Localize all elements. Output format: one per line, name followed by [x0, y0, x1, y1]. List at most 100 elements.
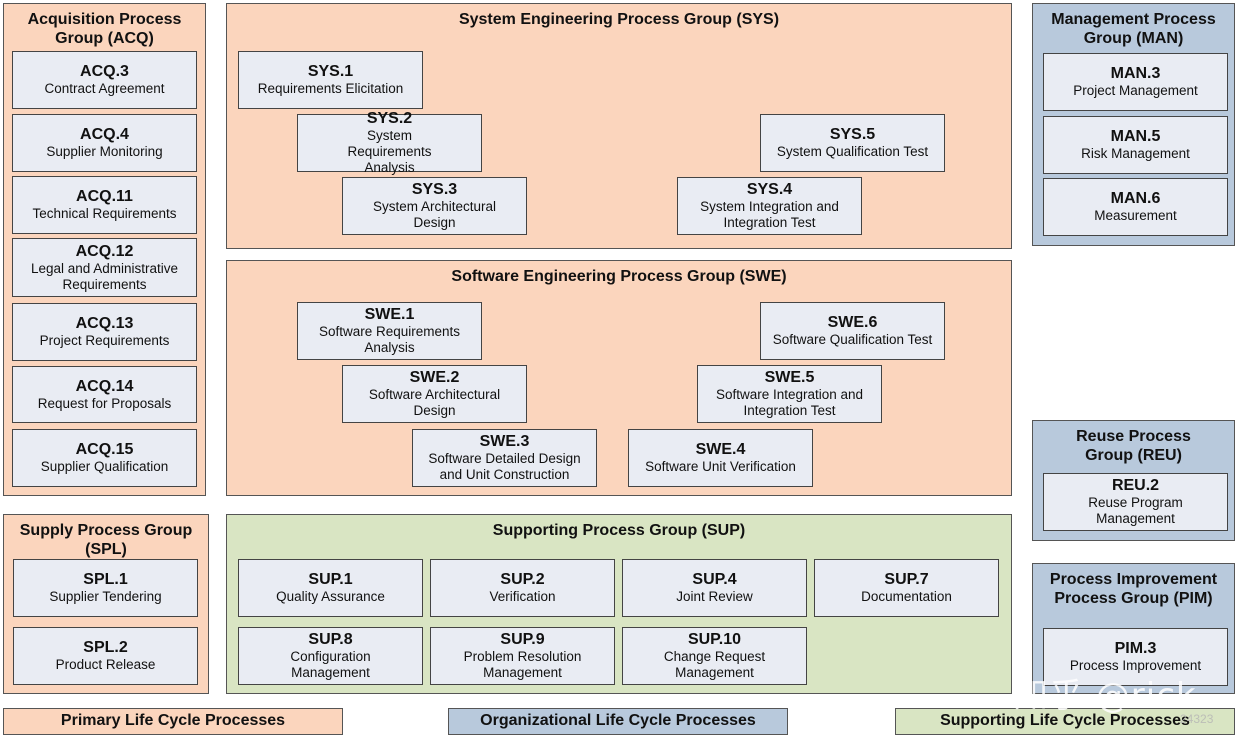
process-id: SYS.2 — [366, 110, 413, 127]
process-name: Verification — [489, 589, 556, 604]
process-sup8[interactable]: SUP.8 Configuration Management — [238, 627, 423, 685]
process-name: System Integration and Integration Test — [700, 199, 839, 230]
process-name: Product Release — [55, 657, 156, 672]
process-id: SPL.1 — [83, 571, 128, 588]
process-name: System Architectural Design — [372, 199, 497, 230]
process-acq15[interactable]: ACQ.15 Supplier Qualification — [12, 429, 197, 487]
process-sup10[interactable]: SUP.10 Change Request Management — [622, 627, 807, 685]
process-sys3[interactable]: SYS.3 System Architectural Design — [342, 177, 527, 235]
process-id: MAN.5 — [1110, 128, 1161, 145]
process-sup7[interactable]: SUP.7 Documentation — [814, 559, 999, 617]
process-id: SYS.3 — [411, 181, 458, 198]
process-name: Change Request Management — [663, 649, 766, 680]
process-id: ACQ.12 — [75, 242, 134, 260]
process-id: MAN.3 — [1110, 65, 1161, 82]
process-id: SYS.4 — [746, 181, 793, 198]
process-acq11[interactable]: ACQ.11 Technical Requirements — [12, 176, 197, 234]
process-id: ACQ.11 — [76, 188, 133, 205]
process-sup1[interactable]: SUP.1 Quality Assurance — [238, 559, 423, 617]
process-acq14[interactable]: ACQ.14 Request for Proposals — [12, 366, 197, 423]
process-id: SPL.2 — [83, 639, 128, 656]
legend-primary: Primary Life Cycle Processes — [3, 708, 343, 735]
pim-group-title: Process Improvement Process Group (PIM) — [1049, 571, 1218, 607]
process-sys4[interactable]: SYS.4 System Integration and Integration… — [677, 177, 862, 235]
process-name: Software Requirements Analysis — [318, 324, 461, 355]
process-spl1[interactable]: SPL.1 Supplier Tendering — [13, 559, 198, 617]
process-swe4[interactable]: SWE.4 Software Unit Verification — [628, 429, 813, 487]
process-id: SUP.2 — [500, 571, 545, 588]
process-man6[interactable]: MAN.6 Measurement — [1043, 178, 1228, 236]
process-swe2[interactable]: SWE.2 Software Architectural Design — [342, 365, 527, 423]
man-group-title: Management Process Group (MAN) — [1051, 11, 1216, 47]
process-id: SWE.1 — [364, 306, 415, 323]
process-acq13[interactable]: ACQ.13 Project Requirements — [12, 303, 197, 361]
process-swe6[interactable]: SWE.6 Software Qualification Test — [760, 302, 945, 360]
process-id: SWE.5 — [764, 369, 815, 386]
process-id: ACQ.3 — [80, 63, 129, 80]
process-name: Request for Proposals — [37, 395, 172, 411]
process-id: SUP.10 — [687, 631, 742, 648]
process-swe5[interactable]: SWE.5 Software Integration and Integrati… — [697, 365, 882, 423]
process-name: Supplier Monitoring — [46, 144, 163, 159]
process-id: ACQ.4 — [80, 126, 129, 143]
process-acq4[interactable]: ACQ.4 Supplier Monitoring — [12, 114, 197, 172]
acq-group-title: Acquisition Process Group (ACQ) — [27, 11, 182, 47]
process-man5[interactable]: MAN.5 Risk Management — [1043, 116, 1228, 174]
process-spl2[interactable]: SPL.2 Product Release — [13, 627, 198, 685]
process-id: SYS.5 — [829, 126, 876, 143]
process-sys2[interactable]: SYS.2 System Requirements Analysis — [297, 110, 482, 175]
process-name: Joint Review — [676, 589, 753, 604]
process-swe3[interactable]: SWE.3 Software Detailed Design and Unit … — [412, 429, 597, 487]
process-name: System Requirements Analysis — [347, 128, 432, 175]
process-name: System Qualification Test — [776, 144, 929, 159]
process-reu2[interactable]: REU.2 Reuse Program Management — [1043, 473, 1228, 531]
process-name: Configuration Management — [290, 649, 371, 680]
legend-organizational: Organizational Life Cycle Processes — [448, 708, 788, 735]
legend-supporting: Supporting Life Cycle Processes — [895, 708, 1235, 735]
process-name: Software Architectural Design — [368, 387, 501, 418]
process-sys5[interactable]: SYS.5 System Qualification Test — [760, 114, 945, 172]
watermark-sub: 24323 — [1180, 712, 1214, 726]
process-id: ACQ.15 — [75, 441, 134, 458]
process-sup2[interactable]: SUP.2 Verification — [430, 559, 615, 617]
process-name: Project Management — [1073, 83, 1198, 98]
sup-group-title: Supporting Process Group (SUP) — [492, 522, 746, 539]
process-name: Supplier Tendering — [49, 589, 162, 604]
process-id: REU.2 — [1111, 477, 1160, 494]
process-id: SYS.1 — [307, 63, 354, 80]
process-id: SWE.6 — [827, 314, 878, 331]
process-sys1[interactable]: SYS.1 Requirements Elicitation — [238, 51, 423, 109]
process-id: SUP.4 — [692, 571, 737, 588]
process-acq12[interactable]: ACQ.12 Legal and Administrative Requirem… — [12, 238, 197, 297]
process-id: SWE.2 — [409, 369, 460, 386]
process-name: Contract Agreement — [44, 81, 165, 96]
process-name: Legal and Administrative Requirements — [30, 260, 179, 292]
process-name: Software Integration and Integration Tes… — [715, 387, 864, 418]
process-id: ACQ.13 — [75, 315, 134, 332]
process-name: Process Improvement — [1069, 658, 1202, 673]
process-name: Requirements Elicitation — [257, 81, 404, 96]
process-id: SWE.4 — [695, 441, 746, 458]
process-name: Problem Resolution Management — [463, 649, 582, 680]
process-man3[interactable]: MAN.3 Project Management — [1043, 53, 1228, 111]
process-id: SUP.8 — [308, 631, 353, 648]
process-name: Documentation — [861, 589, 952, 604]
swe-group-title: Software Engineering Process Group (SWE) — [451, 268, 787, 285]
process-id: MAN.6 — [1110, 190, 1161, 207]
process-sup4[interactable]: SUP.4 Joint Review — [622, 559, 807, 617]
process-sup9[interactable]: SUP.9 Problem Resolution Management — [430, 627, 615, 685]
process-id: SUP.7 — [884, 571, 929, 588]
process-pim3[interactable]: PIM.3 Process Improvement — [1043, 628, 1228, 686]
reu-group-title: Reuse Process Group (REU) — [1076, 428, 1191, 464]
watermark: 知乎 @rick — [1014, 676, 1197, 716]
process-acq3[interactable]: ACQ.3 Contract Agreement — [12, 51, 197, 109]
process-name: Project Requirements — [39, 333, 170, 348]
process-id: SWE.3 — [479, 433, 530, 450]
process-id: SUP.1 — [308, 571, 353, 588]
process-name: Technical Requirements — [32, 206, 177, 221]
process-swe1[interactable]: SWE.1 Software Requirements Analysis — [297, 302, 482, 360]
process-id: PIM.3 — [1114, 640, 1157, 657]
process-name: Measurement — [1094, 208, 1177, 223]
process-name: Software Qualification Test — [772, 332, 933, 347]
process-id: ACQ.14 — [75, 377, 134, 395]
